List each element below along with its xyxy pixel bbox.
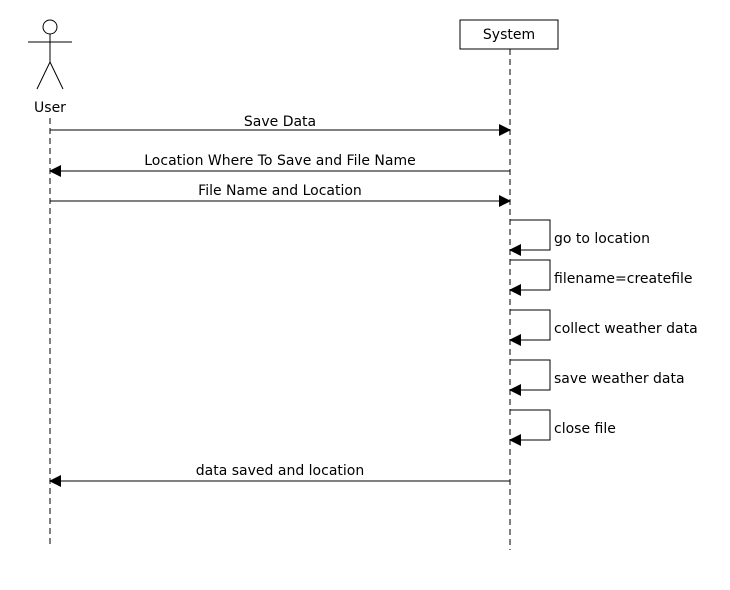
- self-message-go-to-location[interactable]: go to location: [509, 219, 650, 256]
- self-message-arrow: [509, 409, 551, 446]
- message-location-where-to-save[interactable]: Location Where To Save and File Name: [49, 153, 510, 177]
- message-label: save weather data: [554, 371, 685, 387]
- message-label: go to location: [554, 231, 650, 247]
- participant-user[interactable]: User: [28, 19, 72, 116]
- message-data-saved-and-location[interactable]: data saved and location: [49, 463, 510, 487]
- self-message-collect-weather-data[interactable]: collect weather data: [509, 309, 698, 346]
- message-label: data saved and location: [196, 463, 364, 479]
- message-label: close file: [554, 421, 616, 437]
- message-save-data[interactable]: Save Data: [50, 114, 511, 136]
- self-message-arrow: [509, 219, 551, 256]
- message-label: Save Data: [244, 114, 316, 130]
- message-file-name-and-location[interactable]: File Name and Location: [50, 183, 511, 207]
- message-label: collect weather data: [554, 321, 698, 337]
- participant-system-box: [459, 19, 559, 50]
- participant-system[interactable]: System: [459, 19, 559, 50]
- actor-icon: [28, 19, 72, 90]
- message-label: filename=createfile: [554, 271, 693, 287]
- message-label: Location Where To Save and File Name: [144, 153, 415, 169]
- self-message-arrow: [509, 259, 551, 296]
- self-message-arrow: [509, 359, 551, 396]
- self-message-arrow: [509, 309, 551, 346]
- self-message-createfile[interactable]: filename=createfile: [509, 259, 693, 296]
- participant-system-label: System: [483, 27, 535, 43]
- participant-user-label: User: [34, 100, 66, 116]
- message-label: File Name and Location: [198, 183, 362, 199]
- self-message-save-weather-data[interactable]: save weather data: [509, 359, 685, 396]
- self-message-close-file[interactable]: close file: [509, 409, 616, 446]
